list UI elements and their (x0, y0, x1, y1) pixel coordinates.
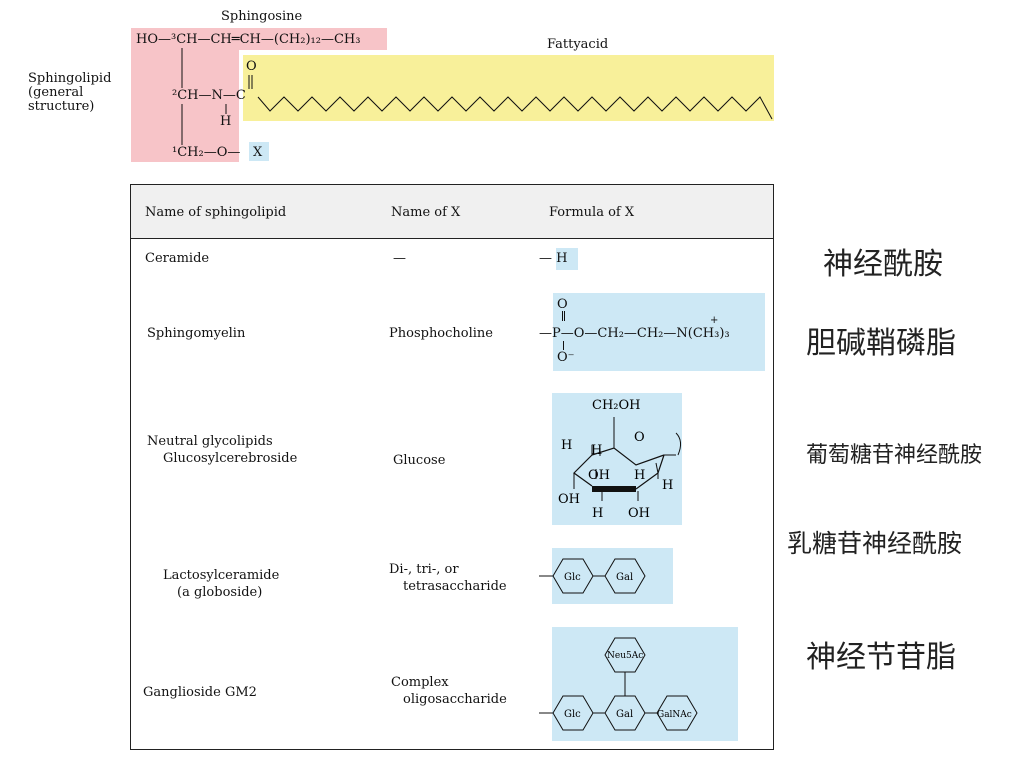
glucose-ring-o: O (634, 430, 645, 445)
row-glucosyl-name-1: Neutral glycolipids (147, 434, 273, 449)
annotation-ganglioside: 神经节苷脂 (806, 640, 956, 675)
row-ganglioside-name: Ganglioside GM2 (143, 685, 257, 700)
row-glucosyl-name-2: Glucosylcerebroside (163, 451, 298, 466)
glucose-ch2oh: CH₂OH (592, 398, 641, 413)
x-highlight (249, 142, 269, 161)
sphingosine-highlight (131, 28, 387, 50)
row-ganglioside-x-2: oligosaccharide (403, 692, 507, 707)
row-lactosyl-name-2: (a globoside) (177, 585, 263, 600)
sphingosine-formula-top: HO—³CH—CH═CH—(CH₂)₁₂—CH₃ (136, 32, 361, 47)
carbonyl-oxygen: O (246, 59, 257, 74)
table-header: Name of sphingolipid Name of X Formula o… (131, 185, 773, 239)
row-lactosyl-name-1: Lactosylceramide (163, 568, 280, 583)
glucose-oh1: OH (588, 468, 610, 483)
ganglioside-gal-label: Gal (616, 709, 633, 720)
glucose-h1: H (561, 438, 572, 453)
glucose-oh2: OH (558, 492, 580, 507)
ganglioside-neu5ac-label: Neu5Ac (607, 651, 643, 661)
annotation-glucosylcerebroside: 葡萄糖苷神经酰胺 (806, 443, 983, 468)
ganglioside-sugars: Glc Gal GalNAc Neu5Ac (539, 637, 698, 731)
row-ceramide-formula: — H (539, 251, 568, 266)
phosphocholine-formula: —P—O—CH₂—CH₂—N(CH₃)₃ (539, 326, 730, 341)
glucose-formula-box (552, 393, 682, 525)
ganglioside-galnac-label: GalNAc (657, 710, 692, 720)
lactosyl-glc-label: Glc (564, 572, 581, 583)
ceramide-formula-box (556, 248, 578, 270)
phosphocholine-double-bond (562, 311, 565, 321)
annotation-ceramide: 神经酰胺 (823, 247, 943, 282)
sphingolipid-table: Name of sphingolipid Name of X Formula o… (130, 184, 774, 750)
glucose-h4: H (662, 478, 673, 493)
phosphocholine-plus: + (710, 315, 719, 326)
amide-h: H (220, 114, 232, 129)
phosphocholine-o-top: O (557, 297, 568, 312)
row-ganglioside-x-1: Complex (391, 675, 449, 690)
ganglioside-galnac-hexagon (656, 695, 698, 731)
annotation-lactosylceramide: 乳糖苷神经酰胺 (787, 529, 963, 558)
column-header-formula: Formula of X (549, 205, 635, 220)
sphingosine-label: Sphingosine (221, 9, 303, 24)
sphingolipid-label: Sphingolipid (general structure) (28, 71, 112, 114)
lactosyl-sugars: Glc Gal (539, 558, 646, 594)
annotation-sphingomyelin: 胆碱鞘磷脂 (806, 326, 956, 361)
fatty-acid-chain (257, 96, 773, 120)
ganglioside-neu5ac-hexagon (604, 637, 646, 673)
row-ceramide-x: — (393, 251, 406, 266)
glucose-h2: H (591, 443, 602, 458)
phosphocholine-single-bond (563, 341, 564, 350)
row-ceramide-name: Ceramide (145, 251, 210, 266)
sphingosine-highlight-vertical (131, 50, 239, 162)
x-group-label: X (253, 145, 263, 160)
lactosyl-formula-box (552, 548, 673, 604)
c1-label: ¹CH₂—O— (172, 145, 241, 160)
lactosyl-gal-hexagon (604, 558, 646, 594)
structure-bonds (181, 48, 773, 145)
glucose-h3: H (634, 468, 645, 483)
c2-label: ²CH—N—C (172, 88, 246, 103)
ganglioside-formula-box (552, 627, 738, 741)
column-header-x-name: Name of X (391, 205, 461, 220)
row-lactosyl-x-2: tetrasaccharide (403, 579, 507, 594)
phosphocholine-formula-box (553, 293, 765, 371)
glucose-ring: CH₂OH O H H OH H H OH H OH (558, 398, 682, 521)
glucose-h5: H (592, 506, 603, 521)
row-glucosyl-x: Glucose (393, 453, 446, 468)
column-header-sphingolipid: Name of sphingolipid (145, 205, 287, 220)
fatty-acid-label: Fattyacid (547, 37, 609, 52)
phosphocholine-o-bottom: O⁻ (557, 350, 575, 365)
ganglioside-glc-label: Glc (564, 709, 581, 720)
row-lactosyl-x-1: Di-, tri-, or (389, 562, 459, 577)
lactosyl-gal-label: Gal (616, 572, 633, 583)
fatty-acid-highlight (243, 55, 774, 121)
row-sphingomyelin-x: Phosphocholine (389, 326, 493, 341)
row-sphingomyelin-name: Sphingomyelin (147, 326, 246, 341)
glucose-oh3: OH (628, 506, 650, 521)
